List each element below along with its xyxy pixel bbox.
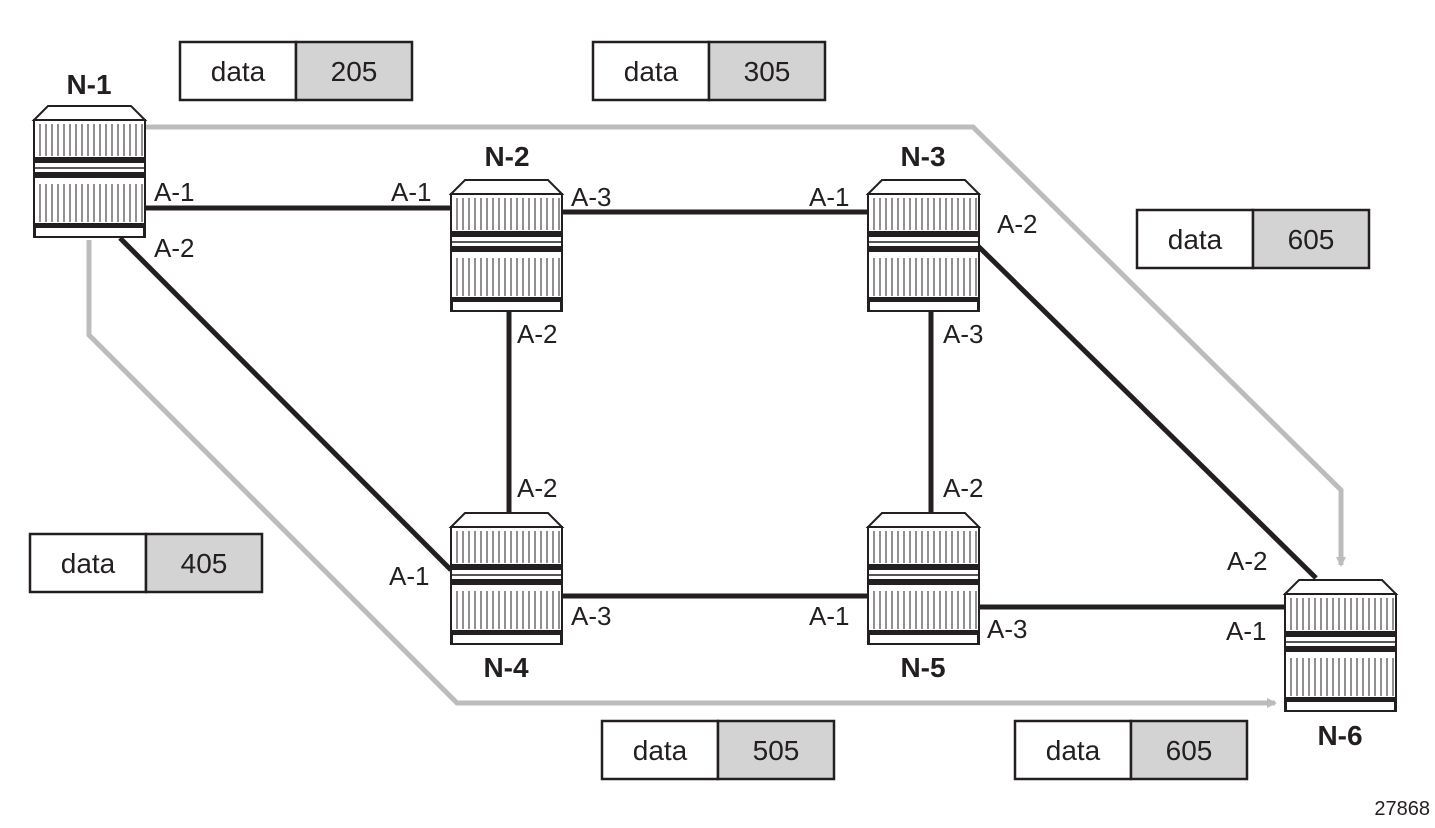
node-label-n4: N-4 [483,652,529,683]
port-label-n4-a1: A-1 [389,561,429,591]
port-label-n5-a2: A-2 [943,473,983,503]
port-label-n6-a2: A-2 [1227,546,1267,576]
node-labels: N-1 N-2 N-3 N-4 N-5 N-6 [66,69,1362,751]
router-icon [31,105,148,238]
label-stack-data-text: data [1046,735,1101,766]
port-label-n5-a1: A-1 [809,601,849,631]
label-stack-label-value: 205 [331,56,378,87]
label-stack-label-value: 605 [1166,735,1213,766]
port-labels: A-1 A-2 A-1 A-3 A-2 A-1 A-2 A-3 A-2 A-1 … [154,177,1267,646]
port-label-n6-a1: A-1 [1226,616,1266,646]
lsp-path-lower [86,240,1277,708]
label-stack-box: data 205 [178,40,414,102]
label-stack-box: data 605 [1013,719,1249,781]
figure-id: 27868 [1374,798,1430,820]
link-n1-n4 [118,236,453,572]
node-label-n5: N-5 [900,652,945,683]
label-stack-label-value: 305 [744,56,791,87]
lsp-paths [86,124,1346,708]
node-label-n6: N-6 [1317,720,1362,751]
label-stack-box: data 305 [591,40,827,102]
label-stack-box: data 405 [28,532,264,594]
links [118,205,1318,610]
label-stacks: data 205 data 305 data 605 data 405 data… [28,40,1371,781]
label-stack-box: data 605 [1135,208,1371,270]
label-stack-box: data 505 [600,719,836,781]
label-stack-data-text: data [61,548,116,579]
label-stack-data-text: data [1168,224,1223,255]
port-label-n3-a1: A-1 [809,182,849,212]
port-label-n5-a3: A-3 [987,614,1027,644]
label-stack-data-text: data [633,735,688,766]
routers [31,105,1399,712]
router-icon [865,512,982,645]
port-label-n4-a2: A-2 [517,473,557,503]
node-label-n1: N-1 [66,69,111,100]
port-label-n1-a2: A-2 [154,233,194,263]
node-label-n3: N-3 [900,141,945,172]
port-label-n2-a1: A-1 [391,177,431,207]
port-label-n1-a1: A-1 [154,177,194,207]
label-stack-label-value: 605 [1288,224,1335,255]
label-stack-label-value: 505 [753,735,800,766]
port-label-n2-a2: A-2 [517,319,557,349]
label-stack-label-value: 405 [181,548,228,579]
lsp-path-upper [140,124,1346,567]
port-label-n3-a2: A-2 [997,209,1037,239]
router-icon [448,512,565,645]
port-label-n3-a3: A-3 [943,319,983,349]
port-label-n4-a3: A-3 [571,601,611,631]
link-n3-n6 [976,244,1318,580]
router-icon [448,179,565,312]
label-stack-data-text: data [624,56,679,87]
router-icon [1282,579,1399,712]
node-label-n2: N-2 [484,141,529,172]
port-label-n2-a3: A-3 [571,182,611,212]
label-stack-data-text: data [211,56,266,87]
router-icon [865,179,982,312]
